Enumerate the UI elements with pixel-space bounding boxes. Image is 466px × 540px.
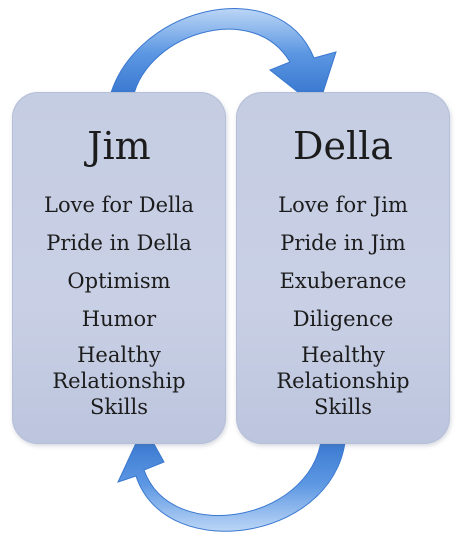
jim-card: Jim Love for Della Pride in Della Optimi…: [12, 92, 226, 444]
jim-traits-list: Love for Della Pride in Della Optimism H…: [12, 186, 226, 420]
trait-item: Pride in Della: [46, 231, 192, 255]
trait-item: Healthy Relationship Skills: [52, 343, 186, 419]
trait-item: Humor: [81, 307, 157, 331]
trait-item: Optimism: [67, 269, 171, 293]
trait-item: Love for Jim: [278, 193, 408, 217]
curved-arrow-left-icon: [117, 424, 347, 532]
della-traits-list: Love for Jim Pride in Jim Exuberance Dil…: [236, 186, 450, 420]
jim-title: Jim: [87, 124, 151, 168]
della-title: Della: [293, 124, 393, 168]
trait-item: Exuberance: [279, 269, 407, 293]
trait-item: Healthy Relationship Skills: [276, 343, 410, 419]
trait-item: Diligence: [292, 307, 394, 331]
trait-item: Love for Della: [44, 193, 194, 217]
trait-item: Pride in Jim: [280, 231, 406, 255]
curved-arrow-right-icon: [107, 8, 337, 109]
della-card: Della Love for Jim Pride in Jim Exuberan…: [236, 92, 450, 444]
